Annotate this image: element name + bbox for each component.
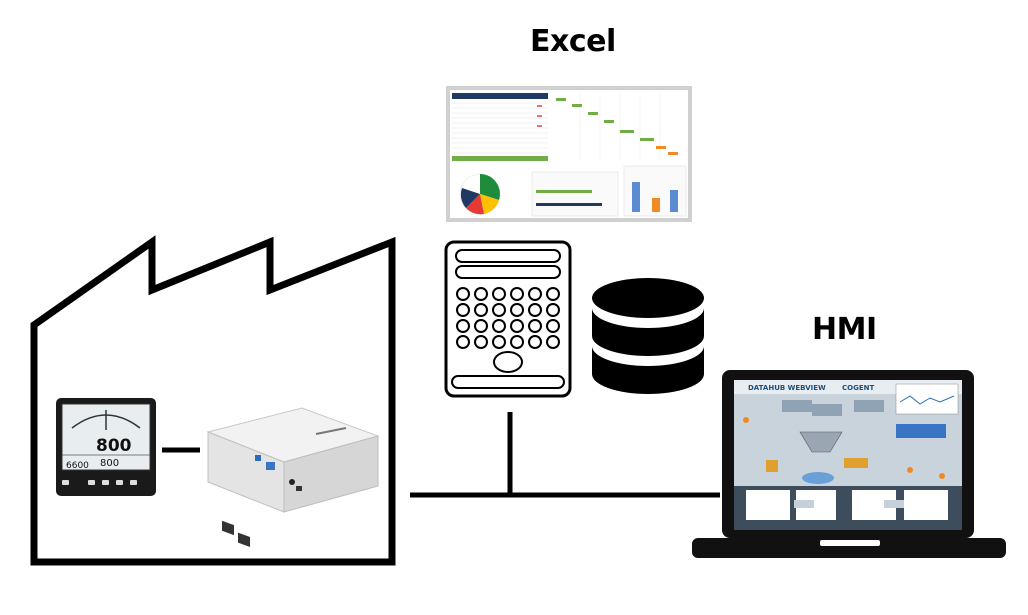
meter-main-reading: 800: [96, 436, 132, 456]
gateway-device-icon: [206, 407, 380, 547]
server-tower-icon: [444, 240, 572, 398]
excel-label: Excel: [530, 24, 616, 59]
laptop-hmi-icon: DATAHUB WEBVIEW COGENT: [692, 370, 1006, 558]
hmi-brand-right: COGENT: [842, 384, 874, 392]
meter-reading-left: 6600: [66, 461, 89, 471]
database-icon: [592, 278, 704, 394]
hmi-brand-left: DATAHUB WEBVIEW: [748, 384, 826, 392]
excel-spreadsheet-thumbnail: [446, 86, 692, 222]
factory-outline: [30, 235, 396, 566]
power-meter-icon: 800 6600 800: [56, 398, 156, 496]
hmi-label: HMI: [812, 312, 877, 347]
meter-reading-mid: 800: [100, 458, 119, 469]
